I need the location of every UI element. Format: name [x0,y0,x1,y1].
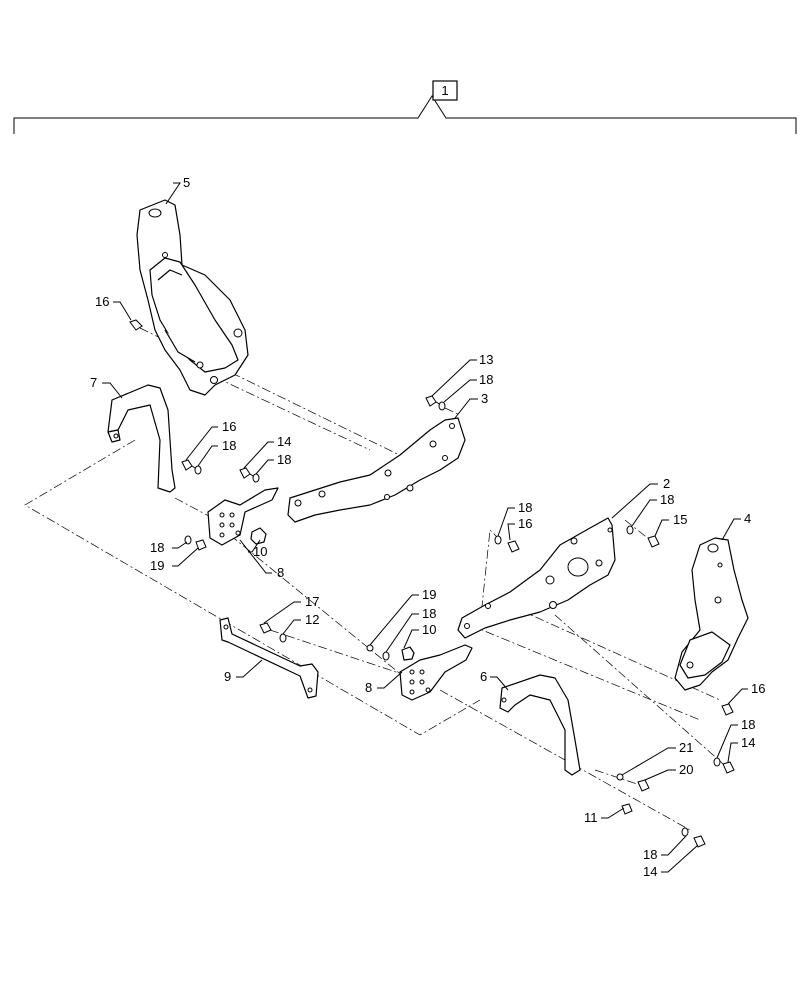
part-3-plate [287,417,466,523]
callout-18: 18 [422,606,436,621]
callout-8: 8 [365,680,372,695]
callout-1: 1 [441,83,448,98]
bolt-17 [259,622,272,634]
washer-18-h [713,757,721,767]
callout-5: 5 [183,175,190,190]
washer-18-e [494,535,502,545]
callout-14: 14 [741,735,755,750]
part-5-shield [136,199,249,396]
callout-7: 7 [90,375,97,390]
fasteners [129,319,735,848]
callout-19: 19 [150,558,164,573]
callout-11: 11 [584,810,598,825]
washer-18-b [194,465,202,475]
callout-20: 20 [679,762,693,777]
part-8-left-plate [207,487,279,546]
callout-18: 18 [741,717,755,732]
part-2-plate [457,517,616,639]
callout-14: 14 [277,434,291,449]
callout-6: 6 [480,669,487,684]
bolt-16-d [721,703,734,716]
callout-18: 18 [660,492,674,507]
washer-18-i [681,827,689,837]
callout-15: 15 [673,512,687,527]
part-8-right-plate [399,644,473,701]
nut-19-a [195,539,207,551]
callout-18: 18 [479,372,493,387]
washer-18-c [252,473,260,483]
callout-leaders [102,182,748,873]
callout-16: 16 [95,294,109,309]
part-7-arm [107,384,176,493]
part-10-spacer-left [250,527,267,545]
bolt-16-c [507,540,520,553]
washer-18-g [382,651,390,661]
callout-3: 3 [481,391,488,406]
callout-14: 14 [643,864,657,879]
part-4-bracket [674,537,749,691]
bolt-15 [647,535,660,548]
assembly-label-box [432,80,458,101]
callout-13: 13 [479,352,493,367]
nut-11 [621,803,633,815]
callout-10: 10 [422,622,436,637]
bolt-20 [637,779,650,792]
callout-16: 16 [751,681,765,696]
washer-12 [279,633,287,643]
part-9-rod [219,617,319,699]
callout-16: 16 [518,516,532,531]
callout-2: 2 [663,476,670,491]
washer-21 [616,773,624,781]
bolt-14-b [722,761,735,774]
bolt-16-a [129,319,143,331]
callout-18: 18 [277,452,291,467]
callout-18: 18 [643,847,657,862]
callout-12: 12 [305,612,319,627]
callout-21: 21 [679,740,693,755]
callout-18: 18 [150,540,164,555]
callout-10: 10 [253,544,267,559]
part-6-arm [499,674,581,776]
assembly-bracket: 1 [13,80,797,134]
nut-19-b [366,644,374,652]
washer-18-a [438,401,446,411]
callout-numbers: 5 16 7 13 18 3 16 18 14 18 18 19 10 8 2 … [90,175,765,879]
callout-18: 18 [518,500,532,515]
callout-9: 9 [224,669,231,684]
bolt-14-c [693,835,706,848]
callout-16: 16 [222,419,236,434]
callout-4: 4 [744,511,751,526]
part-10-spacer-right [401,646,415,661]
callout-17: 17 [305,594,319,609]
washer-18-f [626,525,634,535]
callout-8: 8 [277,565,284,580]
callout-19: 19 [422,587,436,602]
callout-18: 18 [222,438,236,453]
